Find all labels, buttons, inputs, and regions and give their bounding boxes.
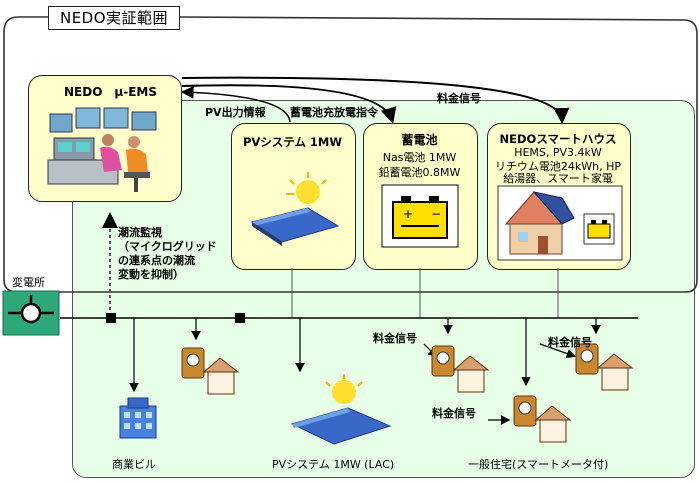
pv-system-title: PVシステム 1MW: [242, 135, 343, 149]
battery-line1: Nas電池 1MW: [382, 151, 457, 164]
price-signal-label-1: 料金信号: [373, 332, 417, 345]
svg-text:+: +: [403, 207, 413, 221]
home-meter-icon-3: [513, 395, 572, 443]
flow-monitor-line4: 変動を抑制）: [118, 268, 184, 281]
flow-monitor-line2: （マイクログリッド: [118, 240, 217, 253]
battery-line2: 鉛蓄電池0.8MW: [378, 166, 461, 179]
smart-house-title: NEDOスマートハウス: [499, 132, 617, 146]
pv-lac-illustration: [290, 374, 392, 445]
smart-house-line2: リチウム電池24kWh, HP: [494, 160, 622, 173]
flow-monitor-line3: の連系点の潮流: [118, 254, 195, 267]
commercial-building-icon: [119, 397, 157, 439]
commercial-building-label: 商業ビル: [112, 458, 156, 471]
price-signal-label-2: 料金信号: [548, 336, 592, 349]
svg-text:−: −: [431, 207, 441, 221]
flow-monitor-line1: 潮流監視: [118, 226, 162, 239]
scope-title: NEDO実証範囲: [48, 6, 180, 30]
smart-house-icon: [497, 185, 623, 261]
homes-label: 一般住宅(スマートメータ付): [468, 458, 609, 471]
home-meter-icon-2: [431, 345, 490, 393]
smart-house-line1: HEMS, PV3.4kW: [514, 146, 602, 159]
substation-icon: [2, 290, 60, 336]
home-meter-icon-4: [575, 343, 634, 391]
control-room-illustration: [47, 107, 157, 192]
home-meter-icon-1: [181, 347, 240, 395]
smart-house-line3: 給湯器、スマート家電: [503, 172, 613, 185]
pv-system-box: [231, 123, 356, 270]
battery-icon: + −: [381, 184, 459, 248]
battery-title: 蓄電池: [401, 133, 438, 147]
price-signal-label-3: 料金信号: [432, 407, 476, 420]
pv-output-info-label: PV出力情報: [205, 106, 266, 119]
pv-lac-label: PVシステム 1MW (LAC): [272, 458, 395, 471]
ems-title: NEDO μ-EMS: [64, 85, 157, 99]
price-signal-top-label: 料金信号: [437, 92, 481, 105]
battery-command-label: 蓄電池充放電指令: [290, 106, 378, 119]
solar-panel-icon: [250, 172, 340, 246]
substation-label: 変電所: [12, 276, 45, 289]
